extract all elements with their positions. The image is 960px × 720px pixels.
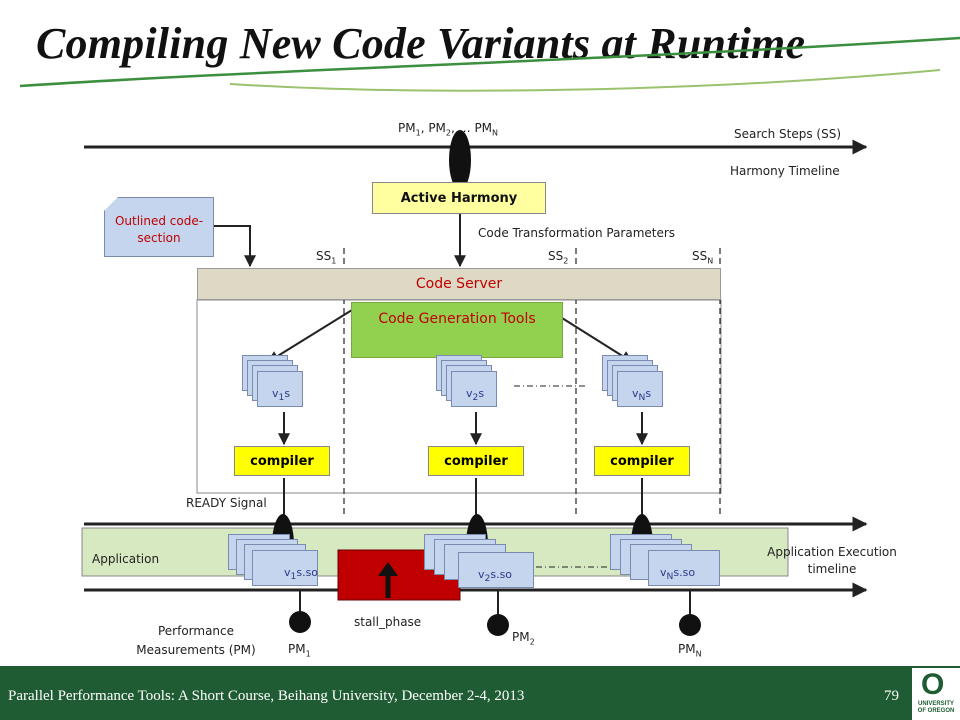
code-server-label: Code Server <box>415 276 503 292</box>
so-stack-1 <box>228 534 324 590</box>
slide-title: Compiling New Code Variants at Runtime <box>36 19 806 68</box>
footer-bar <box>0 666 960 720</box>
footer-text: Parallel Performance Tools: A Short Cour… <box>8 688 525 704</box>
compiler-2: compiler <box>428 446 524 476</box>
stall-phase-label: stall_phase <box>354 615 422 629</box>
title-swoosh-accent <box>229 69 941 92</box>
university-logo: O UNIVERSITY OF OREGON <box>912 668 960 720</box>
active-harmony-label: Active Harmony <box>400 190 518 206</box>
ss1-label: SS1 <box>316 249 337 266</box>
harmony-timeline-label: Harmony Timeline <box>730 164 840 178</box>
variant-stack-n <box>602 355 663 410</box>
codegen-to-v1-arrow <box>266 309 353 363</box>
so-2-label: v2s.so <box>478 568 513 585</box>
so-stack-n <box>610 534 720 590</box>
pm1-label: PM1 <box>288 642 311 659</box>
compiler-1: compiler <box>234 446 330 476</box>
application-label: Application <box>92 552 160 566</box>
search-steps-label: Search Steps (SS) <box>734 127 842 141</box>
code-server-body <box>196 299 722 494</box>
variant-1-label: v1s <box>272 387 291 404</box>
so-stack-2 <box>424 534 534 590</box>
ssn-label: SSN <box>692 249 714 266</box>
outlined-to-server-arrow <box>212 225 256 268</box>
code-server-header: Code Server <box>197 268 721 300</box>
code-gen-tools-label: Code Generation Tools <box>378 311 536 327</box>
logo-text: UNIVERSITY OF OREGON <box>917 701 955 714</box>
logo-letter: O <box>921 668 945 701</box>
stall-up-arrowhead <box>378 562 398 576</box>
code-transformation-label: Code Transformation Parameters <box>478 226 676 240</box>
pm1-dot <box>289 611 311 633</box>
variant-stack-1 <box>242 355 303 410</box>
so-n-label: vNs.so <box>660 566 696 583</box>
so-1-label: v1s.so <box>284 566 319 583</box>
ready-signal-label: READY Signal <box>186 496 267 510</box>
variant-stack-2 <box>436 355 497 410</box>
pmn-label: PMN <box>678 642 702 659</box>
pmn-dot <box>679 614 701 636</box>
compiler-n: compiler <box>594 446 690 476</box>
title-swoosh <box>19 36 960 88</box>
perf-measurements-label: Performance Measurements (PM) <box>136 624 256 657</box>
pm2-label: PM2 <box>512 630 535 647</box>
harmony-pm-label: PM1, PM2, … PMN <box>398 121 499 138</box>
pm2-dot <box>487 614 509 636</box>
outlined-code-label: Outlined code-section <box>114 214 204 245</box>
harmony-pm-ellipse <box>449 130 471 190</box>
outlined-code-box <box>104 197 214 257</box>
variant-n-label: vNs <box>632 387 652 404</box>
page-number: 79 <box>884 688 899 704</box>
app-exec-timeline-label: Application Execution timeline <box>767 545 897 576</box>
ss2-label: SS2 <box>548 249 569 266</box>
variant-2-label: v2s <box>466 387 485 404</box>
active-harmony-box: Active Harmony <box>372 182 546 214</box>
code-gen-tools-box: Code Generation Tools <box>351 302 563 358</box>
stall-phase-box <box>337 549 461 601</box>
codegen-to-vn-arrow <box>561 317 634 363</box>
